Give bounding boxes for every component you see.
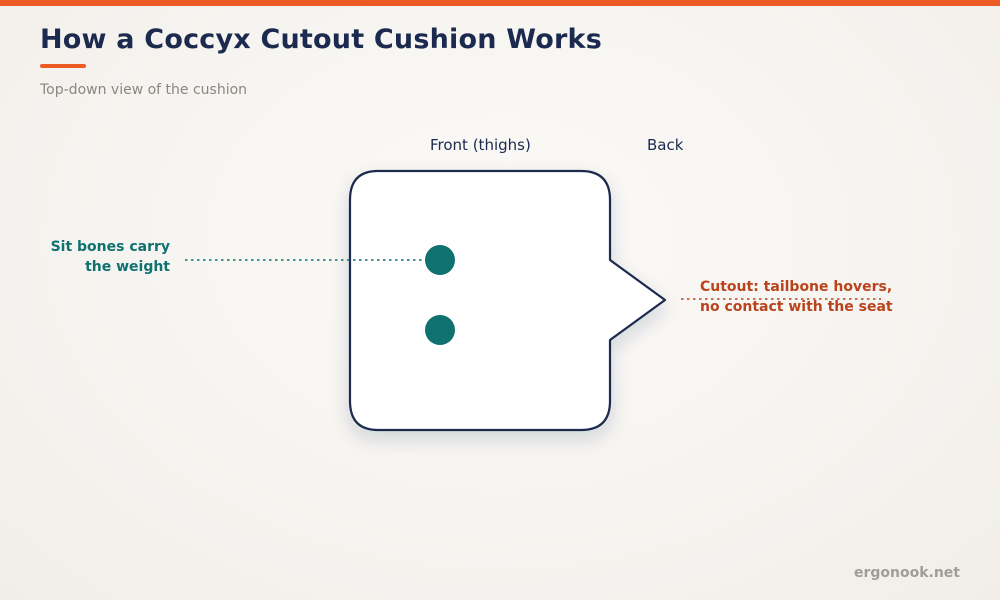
page-title: How a Coccyx Cutout Cushion Works <box>40 24 602 55</box>
site-credit: ergonook.net <box>853 565 960 581</box>
front-thighs-label: Front (thighs) <box>430 136 531 154</box>
cutout-callout-line2: no contact with the seat <box>700 299 893 315</box>
cutout-callout-line1: Cutout: tailbone hovers, <box>700 279 893 295</box>
back-label: Back <box>647 136 684 154</box>
page-subtitle: Top-down view of the cushion <box>40 82 248 98</box>
cushion-outline <box>348 169 667 432</box>
sit-bones-callout-line2: the weight <box>85 259 170 275</box>
sit-bone-marker-upper <box>425 245 455 275</box>
cutout-callout: Cutout: tailbone hovers, no contact with… <box>700 277 893 317</box>
sit-bones-callout-line1: Sit bones carry <box>50 239 170 255</box>
top-accent-bar <box>0 0 1000 6</box>
sit-bone-marker-lower <box>425 315 455 345</box>
sit-bones-callout: Sit bones carry the weight <box>51 237 170 277</box>
title-underline <box>40 64 86 68</box>
